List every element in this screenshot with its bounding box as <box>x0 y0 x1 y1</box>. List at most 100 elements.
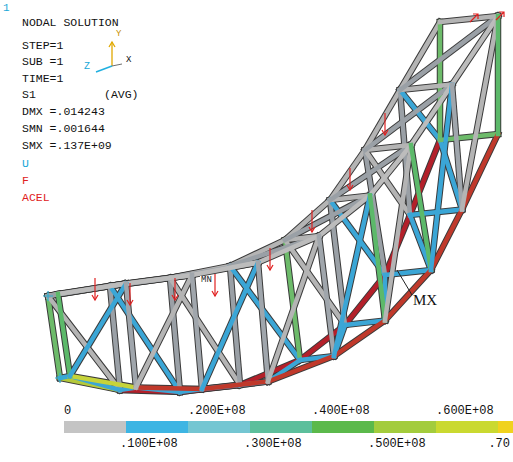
plot-label: NODAL SOLUTION <box>22 17 119 29</box>
colorbar-label: .70 <box>488 438 510 450</box>
bottom-chord <box>70 376 136 388</box>
force-arrowhead <box>172 295 178 300</box>
leader-line <box>397 270 412 295</box>
brace <box>230 236 319 266</box>
cross-member <box>440 16 498 22</box>
plot-label: Z <box>84 62 90 72</box>
plot-label: Y <box>116 30 121 39</box>
force-arrow <box>94 278 95 300</box>
y-arrowhead <box>109 42 115 47</box>
force-arrowhead <box>212 291 218 296</box>
force-arrow <box>384 113 385 135</box>
post <box>411 145 431 270</box>
force-arrowhead <box>347 185 353 190</box>
force-arrowhead <box>127 300 133 305</box>
colorbar-label: .300E+08 <box>244 438 302 450</box>
y-axis <box>111 42 112 66</box>
member-outline <box>126 284 136 388</box>
color-swatch <box>312 421 374 433</box>
plot-label: MN <box>200 276 213 285</box>
diagonal <box>268 236 319 382</box>
bottom-chord <box>202 382 268 390</box>
post <box>192 275 202 389</box>
z-axis <box>96 66 112 72</box>
plot-label: SMX =.137E+09 <box>22 140 112 152</box>
colorbar-label: .100E+08 <box>120 438 178 450</box>
plot-label: 1 <box>3 3 10 14</box>
member-outline <box>258 263 268 382</box>
colorbar-label: 0 <box>64 405 71 417</box>
member-outline <box>136 388 202 390</box>
diagonal <box>110 286 180 392</box>
force-arrowhead <box>309 227 315 232</box>
plot-label: ACEL <box>22 192 50 204</box>
plot-label: X <box>126 56 131 65</box>
color-swatch <box>250 421 312 433</box>
colorbar-label: .200E+08 <box>188 405 246 417</box>
force-arrow <box>174 278 175 300</box>
top-chord <box>126 275 192 284</box>
force-arrowhead <box>92 295 98 300</box>
force-arrowhead <box>267 265 273 270</box>
force-arrow <box>129 283 130 305</box>
force-arrowhead <box>382 130 388 135</box>
plot-label: F <box>22 175 29 187</box>
post <box>126 284 136 388</box>
support-arrow <box>470 14 478 22</box>
top-chord <box>330 150 365 200</box>
brace <box>330 145 411 200</box>
color-swatch <box>64 421 126 433</box>
colorbar-label: .600E+08 <box>436 405 494 417</box>
support-marker <box>43 291 53 301</box>
member-outline <box>330 145 411 200</box>
axis-triad <box>96 42 122 72</box>
member-outline <box>192 275 202 389</box>
colorbar-label: .400E+08 <box>312 405 370 417</box>
diagonal <box>385 145 411 321</box>
plot-label: MX <box>413 293 437 308</box>
post <box>452 85 462 210</box>
brace <box>400 16 498 90</box>
plot-label: (AVG) <box>104 89 139 101</box>
color-swatch <box>374 421 436 433</box>
color-swatch <box>126 421 188 433</box>
post <box>438 22 443 140</box>
plot-label: STEP=1 <box>22 40 63 52</box>
member-outline <box>230 236 319 266</box>
post <box>370 196 385 321</box>
support-marker <box>55 373 65 383</box>
top-chord <box>192 263 258 276</box>
member-outline <box>126 275 192 284</box>
diagonal <box>431 85 452 271</box>
member-outline <box>192 263 258 276</box>
color-swatch <box>436 421 498 433</box>
cross-member <box>440 134 498 140</box>
color-swatch <box>498 421 513 433</box>
brace <box>285 196 370 241</box>
diagonal <box>334 196 370 357</box>
plot-label: U <box>22 158 29 170</box>
force-arrow <box>349 168 350 190</box>
force-arrow <box>311 210 312 232</box>
member-outline <box>202 382 268 390</box>
post <box>496 16 501 134</box>
post <box>258 263 268 382</box>
plot-label: DMX =.014243 <box>22 106 105 118</box>
member-outline <box>400 22 440 90</box>
member-outline <box>330 150 365 200</box>
plot-label: SUB =1 <box>22 56 63 68</box>
plot-label: SMN =.001644 <box>22 123 105 135</box>
top-chord <box>400 22 440 90</box>
diagonal <box>462 16 498 210</box>
top-chord <box>365 90 400 150</box>
plot-label: TIME=1 <box>22 73 63 85</box>
force-arrow <box>269 248 270 270</box>
post <box>58 294 70 376</box>
member-outline <box>285 196 370 241</box>
member-outline <box>365 90 400 150</box>
bottom-chord <box>136 388 202 390</box>
diagonal <box>70 284 126 377</box>
post <box>319 236 334 356</box>
force-arrows <box>43 12 504 383</box>
